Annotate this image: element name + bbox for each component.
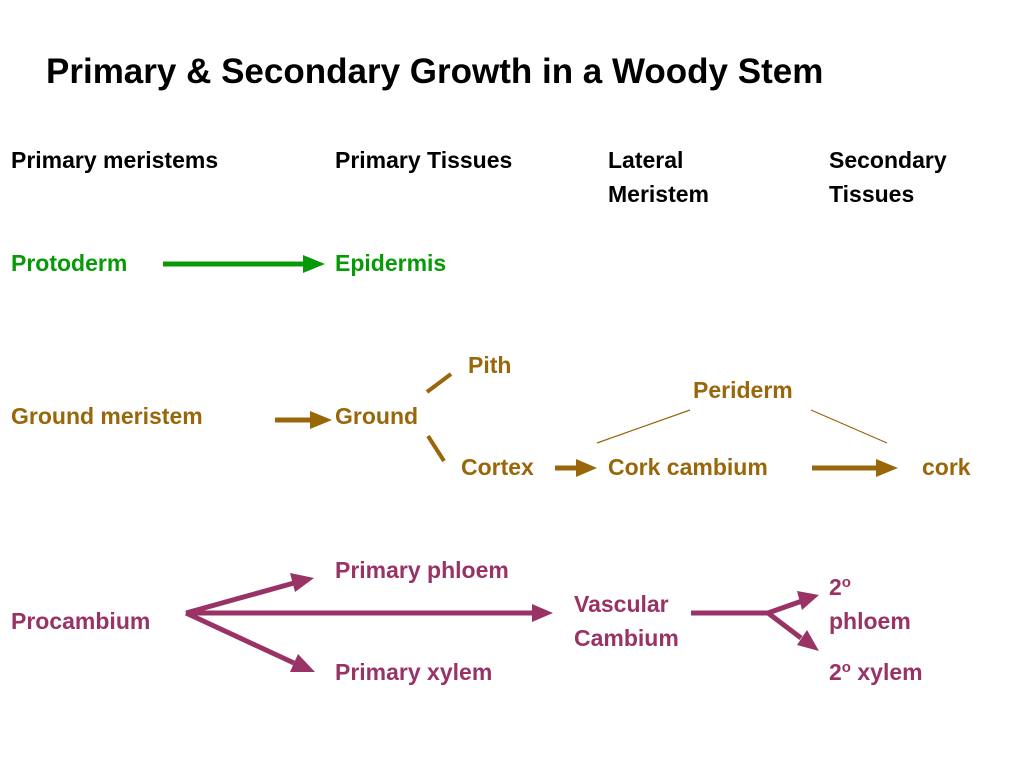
- vascular-cambium-line1: Vascular: [574, 591, 669, 617]
- pith-label: Pith: [468, 352, 512, 378]
- primary-phloem-label: Primary phloem: [335, 557, 509, 583]
- protoderm-to-epidermis-arrow: [163, 255, 325, 273]
- secondary-xylem-label: 2o xylem: [829, 659, 923, 685]
- header-secondary-line2: Tissues: [829, 181, 915, 207]
- page-title: Primary & Secondary Growth in a Woody St…: [46, 52, 824, 91]
- epidermis-label: Epidermis: [335, 250, 447, 276]
- secondary-phloem-number: 2o: [829, 574, 851, 600]
- header-primary-meristems: Primary meristems: [11, 147, 219, 173]
- procambium-to-vascular-cambium-arrow: [186, 604, 553, 622]
- periderm-bracket-right: [810, 409, 888, 444]
- periderm-bracket-left: [596, 409, 691, 444]
- cortex-label: Cortex: [461, 454, 534, 480]
- procambium-to-primary-xylem-arrow: [184, 610, 315, 672]
- header-secondary-line1: Secondary: [829, 147, 947, 173]
- primary-xylem-label: Primary xylem: [335, 659, 493, 685]
- ground-meristem-to-ground-arrow: [275, 411, 332, 429]
- cortex-to-cork-cambium-arrow: [555, 459, 597, 477]
- ground-label: Ground: [335, 403, 419, 429]
- ground-meristem-label: Ground meristem: [11, 403, 203, 429]
- ground-to-cortex-line: [426, 434, 446, 463]
- header-lateral-line2: Meristem: [608, 181, 709, 207]
- cork-label: cork: [922, 454, 971, 480]
- header-primary-tissues: Primary Tissues: [335, 147, 513, 173]
- header-lateral-line1: Lateral: [608, 147, 684, 173]
- ground-to-pith-line: [425, 372, 453, 394]
- procambium-label: Procambium: [11, 608, 151, 634]
- cork-cambium-label: Cork cambium: [608, 454, 768, 480]
- secondary-phloem-word: phloem: [829, 608, 911, 634]
- vascular-cambium-to-secondary-tissues-arrow: [691, 591, 819, 651]
- cork-cambium-to-cork-arrow: [812, 459, 898, 477]
- vascular-cambium-line2: Cambium: [574, 625, 679, 651]
- protoderm-label: Protoderm: [11, 250, 128, 276]
- procambium-to-primary-phloem-arrow: [185, 573, 314, 616]
- periderm-label: Periderm: [693, 377, 793, 403]
